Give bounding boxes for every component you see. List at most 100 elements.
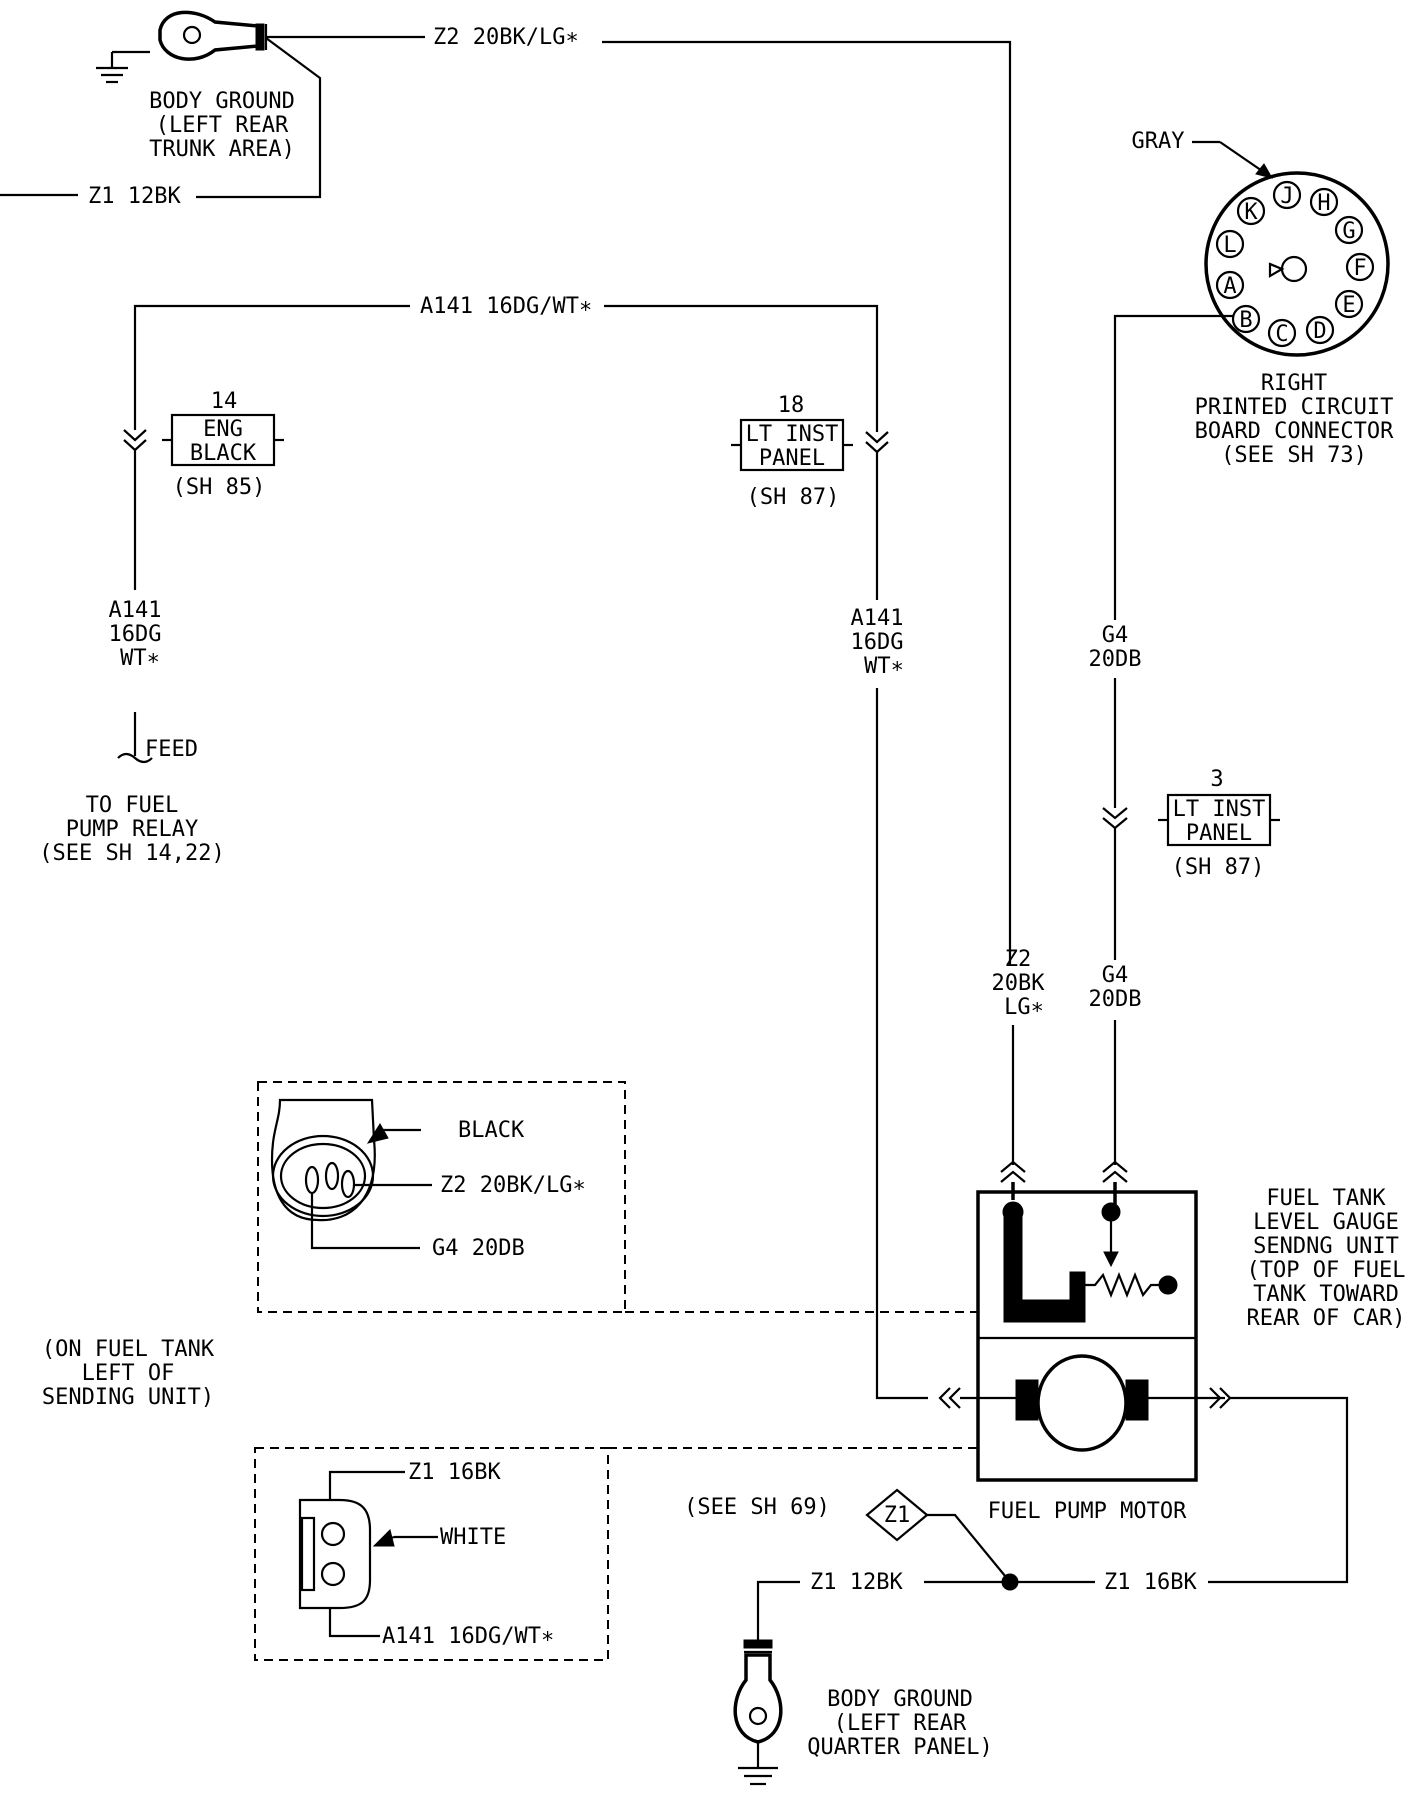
wire-g4-upper-label-2: 20DB bbox=[1089, 647, 1142, 672]
connector-eng-ref: (SH 85) bbox=[173, 475, 266, 500]
location-note: (ON FUEL TANK LEFT OF SENDING UNIT) bbox=[42, 1337, 215, 1410]
connector-18-ref: (SH 87) bbox=[747, 485, 840, 510]
pcb-pin-k: K bbox=[1244, 200, 1258, 225]
pcb-color-label: GRAY bbox=[1132, 129, 1185, 154]
wire-a141-right-label-3: WT∗ bbox=[864, 654, 904, 679]
connector-detail-top: BLACK Z2 20BK/LG∗ G4 20DB bbox=[257, 1081, 978, 1313]
splice-ref: (SEE SH 69) bbox=[684, 1495, 830, 1520]
top-body-ground: BODY GROUND (LEFT REAR TRUNK AREA) bbox=[96, 10, 295, 162]
pcb-pin-d: D bbox=[1313, 319, 1326, 344]
wire-z2-lower-label-1: Z2 bbox=[1005, 947, 1032, 972]
feed-label: FEED bbox=[145, 737, 198, 762]
connector-lt-inst-18: 18 LT INST PANEL (SH 87) bbox=[731, 393, 853, 510]
wire-a141-left-label-3: WT∗ bbox=[120, 646, 160, 671]
bottom-ground-label-2: (LEFT REAR bbox=[834, 1711, 967, 1736]
top-ground-label-3: TRUNK AREA) bbox=[149, 137, 295, 162]
top-ground-label-2: (LEFT REAR bbox=[156, 113, 289, 138]
connector-3-label-1: LT INST bbox=[1173, 797, 1266, 822]
wire-a141-right-label-1: A141 bbox=[851, 606, 904, 631]
pcb-label-4: (SEE SH 73) bbox=[1221, 443, 1367, 468]
sender-label-4: (TOP OF FUEL bbox=[1247, 1258, 1406, 1283]
pcb-connector: GRAY B A L K J H G F E D C bbox=[1132, 129, 1395, 468]
connector-eng-label-1: ENG bbox=[203, 417, 243, 442]
connector-3-number: 3 bbox=[1210, 767, 1223, 792]
connector-eng-black: 14 ENG BLACK (SH 85) bbox=[162, 389, 284, 500]
ground-symbol-icon bbox=[96, 50, 150, 84]
wire-z1-bottom-left-label: Z1 12BK bbox=[810, 1570, 903, 1595]
pcb-pin-f: F bbox=[1353, 256, 1366, 281]
wire-a141: A141 16DG/WT∗ A141 16DG WT∗ FEED A141 16… bbox=[109, 294, 961, 1409]
pcb-pin-group: B A L K J H G F E D C bbox=[1215, 180, 1375, 348]
splice-z1: Z1 (SEE SH 69) bbox=[684, 1488, 1011, 1583]
ring-terminal-icon bbox=[158, 10, 268, 61]
sender-label-6: REAR OF CAR) bbox=[1247, 1306, 1406, 1331]
pcb-pin-b: B bbox=[1239, 308, 1252, 333]
detail-bottom-wire1: Z1 16BK bbox=[408, 1460, 501, 1485]
pcb-label-3: BOARD CONNECTOR bbox=[1195, 419, 1394, 444]
wire-g4-lower-label-1: G4 bbox=[1102, 963, 1129, 988]
wire-a141-left-label-1: A141 bbox=[109, 598, 162, 623]
pcb-pin-a: A bbox=[1223, 274, 1236, 299]
motor-label: FUEL PUMP MOTOR bbox=[988, 1499, 1187, 1524]
wire-z2-top-label: Z2 20BK/LG∗ bbox=[433, 25, 579, 50]
connector-18-label-2: PANEL bbox=[759, 446, 825, 471]
sender-label-1: FUEL TANK bbox=[1266, 1186, 1386, 1211]
location-note-2: LEFT OF bbox=[82, 1361, 175, 1386]
wire-z2-lower-label-3: LG∗ bbox=[1004, 995, 1044, 1020]
bottom-ground-label-3: QUARTER PANEL) bbox=[807, 1735, 992, 1760]
fuel-pump-relay-label: TO FUEL PUMP RELAY (SEE SH 14,22) bbox=[39, 793, 224, 866]
relay-label-2: PUMP RELAY bbox=[66, 817, 198, 842]
wire-a141-right-label-2: 16DG bbox=[851, 630, 904, 655]
bottom-ground-label-1: BODY GROUND bbox=[827, 1687, 973, 1712]
wire-z2-lower: Z2 20BK LG∗ bbox=[992, 947, 1046, 1183]
pcb-label-2: PRINTED CIRCUIT bbox=[1195, 395, 1394, 420]
pcb-pin-c: C bbox=[1275, 322, 1288, 347]
level-gauge-icon bbox=[1002, 1182, 1178, 1323]
location-note-3: SENDING UNIT) bbox=[42, 1385, 214, 1410]
location-note-1: (ON FUEL TANK bbox=[42, 1337, 215, 1362]
sender-unit: FUEL PUMP MOTOR FUEL TANK LEVEL GAUGE SE… bbox=[960, 1182, 1405, 1524]
wire-g4: G4 20DB G4 20DB bbox=[1089, 314, 1233, 1183]
wire-z1-top: Z1 12BK bbox=[0, 37, 322, 209]
ring-terminal-icon bbox=[733, 1639, 783, 1744]
wire-g4-lower-label-2: 20DB bbox=[1089, 987, 1142, 1012]
relay-label-1: TO FUEL bbox=[86, 793, 179, 818]
connector-eng-number: 14 bbox=[211, 389, 238, 414]
wire-z2-top: Z2 20BK/LG∗ bbox=[266, 25, 1012, 965]
connector-eng-label-2: BLACK bbox=[190, 441, 257, 466]
wire-a141-left-label-2: 16DG bbox=[109, 622, 162, 647]
pcb-pin-l: L bbox=[1223, 233, 1236, 258]
connector-lt-inst-3: 3 LT INST PANEL (SH 87) bbox=[1158, 767, 1280, 880]
wire-z1-top-label: Z1 12BK bbox=[88, 184, 181, 209]
pcb-pin-e: E bbox=[1342, 293, 1355, 318]
pcb-pin-j: J bbox=[1280, 184, 1293, 209]
connector-18-number: 18 bbox=[778, 393, 805, 418]
wire-a141-top-label: A141 16DG/WT∗ bbox=[420, 294, 592, 319]
wire-z2-lower-label-2: 20BK bbox=[992, 971, 1046, 996]
detail-top-color: BLACK bbox=[458, 1118, 525, 1143]
relay-label-3: (SEE SH 14,22) bbox=[39, 841, 224, 866]
ground-symbol-icon bbox=[738, 1742, 778, 1786]
pcb-pin-h: H bbox=[1317, 191, 1330, 216]
top-ground-label-1: BODY GROUND bbox=[149, 89, 295, 114]
connector-3-label-2: PANEL bbox=[1186, 821, 1252, 846]
sender-label-3: SENDNG UNIT bbox=[1253, 1234, 1399, 1259]
connector-detail-bottom: Z1 16BK WHITE A141 16DG/WT∗ bbox=[254, 1447, 978, 1661]
detail-bottom-color: WHITE bbox=[440, 1525, 506, 1550]
wire-z1-16bk: Z1 16BK Z1 12BK bbox=[756, 1387, 1349, 1640]
pcb-label-1: RIGHT bbox=[1261, 371, 1327, 396]
detail-top-wire1: Z2 20BK/LG∗ bbox=[440, 1173, 586, 1198]
connector-18-label-1: LT INST bbox=[746, 422, 839, 447]
detail-top-wire2: G4 20DB bbox=[432, 1236, 525, 1261]
fuel-pump-motor-icon bbox=[960, 1354, 1225, 1452]
wire-g4-upper-label-1: G4 bbox=[1102, 623, 1129, 648]
pcb-pin-g: G bbox=[1342, 219, 1355, 244]
wire-z1-bottom-right-label: Z1 16BK bbox=[1104, 1570, 1197, 1595]
connector-3-ref: (SH 87) bbox=[1172, 855, 1265, 880]
detail-bottom-wire2: A141 16DG/WT∗ bbox=[382, 1624, 554, 1649]
splice-id: Z1 bbox=[884, 1503, 911, 1528]
sender-label-5: TANK TOWARD bbox=[1253, 1282, 1399, 1307]
sender-label-2: LEVEL GAUGE bbox=[1253, 1210, 1399, 1235]
bottom-body-ground: BODY GROUND (LEFT REAR QUARTER PANEL) bbox=[733, 1639, 993, 1786]
